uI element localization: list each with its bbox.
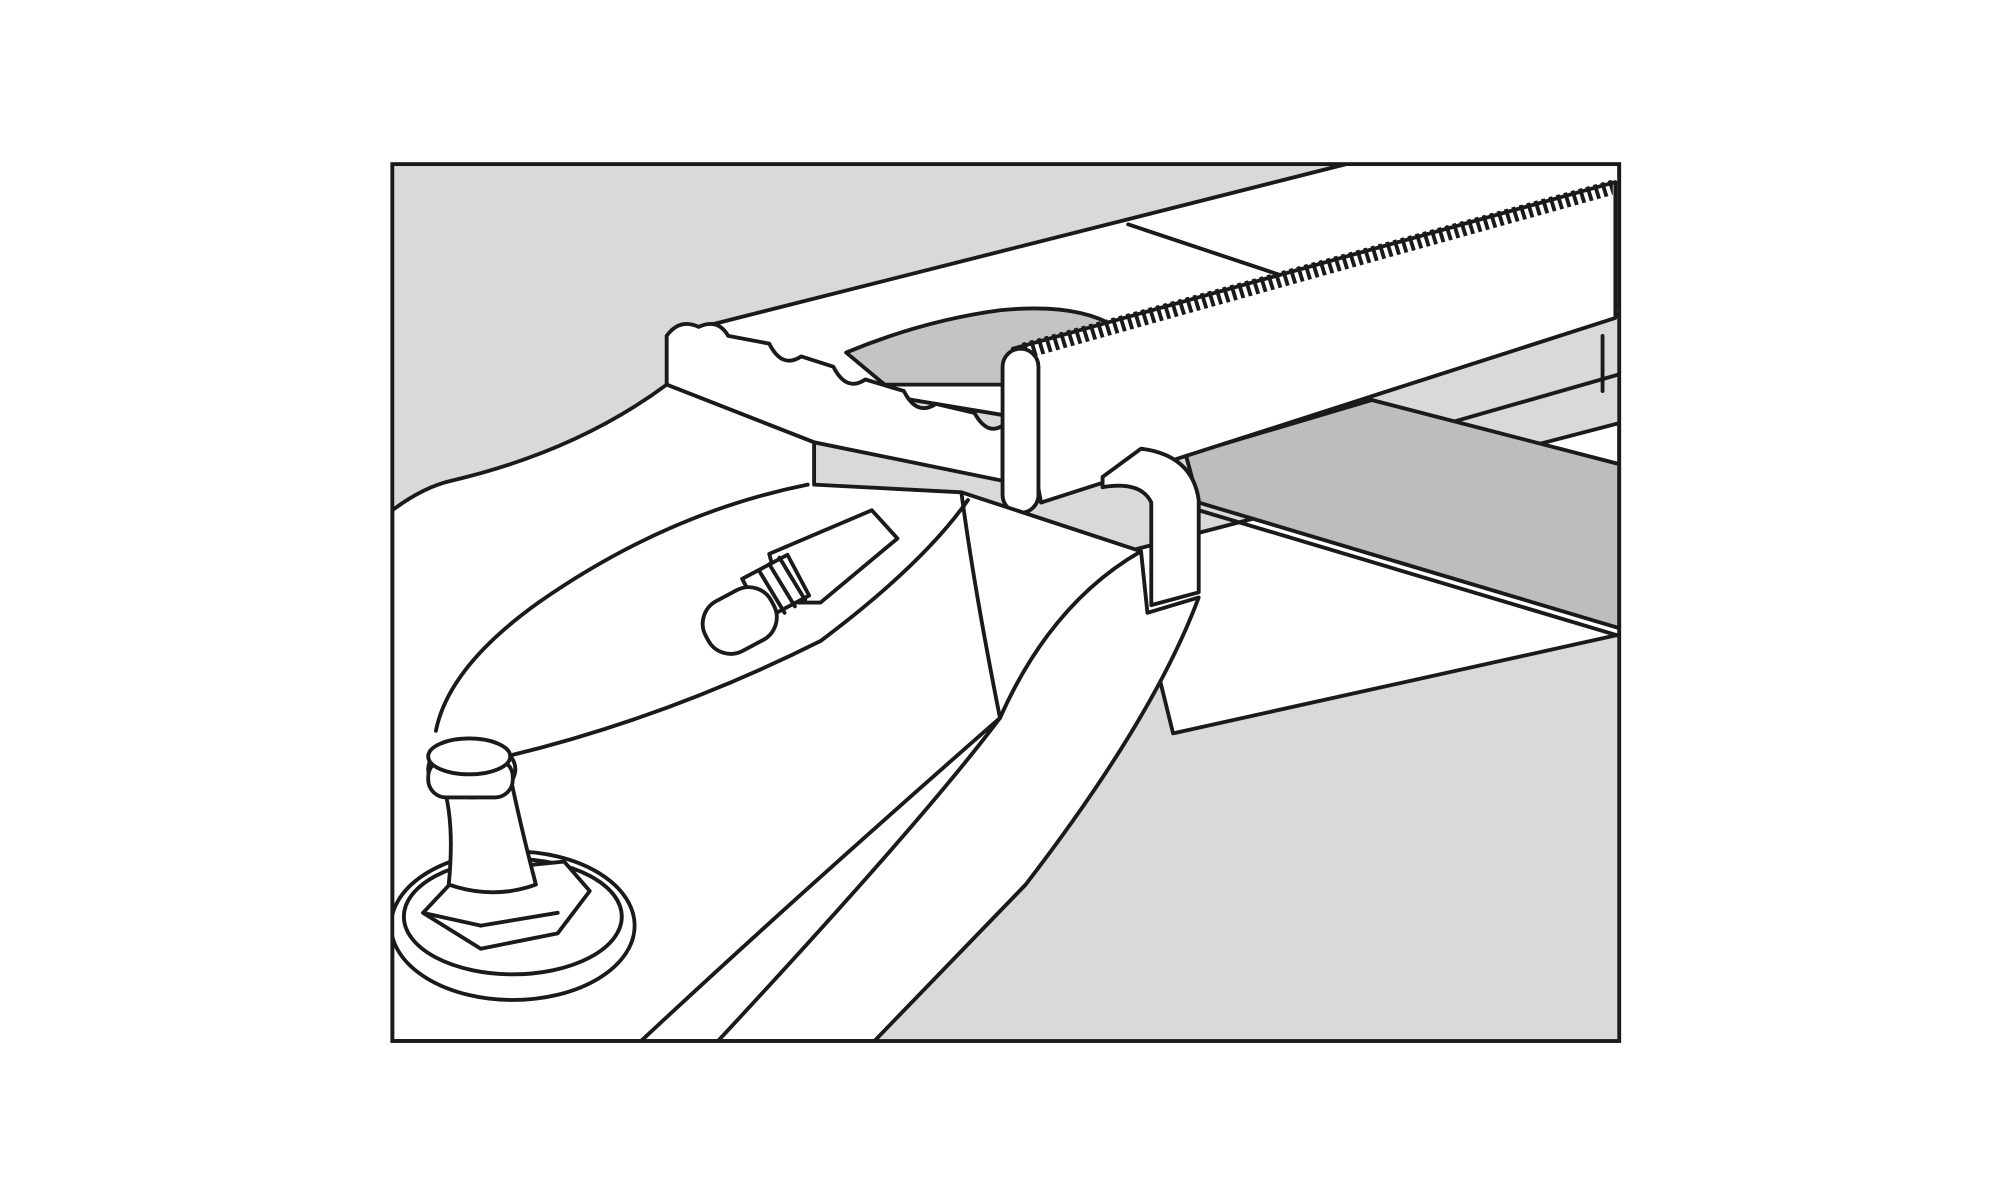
clamp-bracket [1100,446,1201,608]
blade-edge [1196,508,1620,638]
knob-stem [440,773,538,895]
notched-jaw [664,322,1005,483]
driver-bit [700,508,900,656]
rail-teeth [1019,179,1613,359]
frame-border [390,162,1622,1043]
knob-assembly [392,736,637,1002]
body-contours [433,482,1143,1042]
rail-end-cap [1000,346,1041,515]
